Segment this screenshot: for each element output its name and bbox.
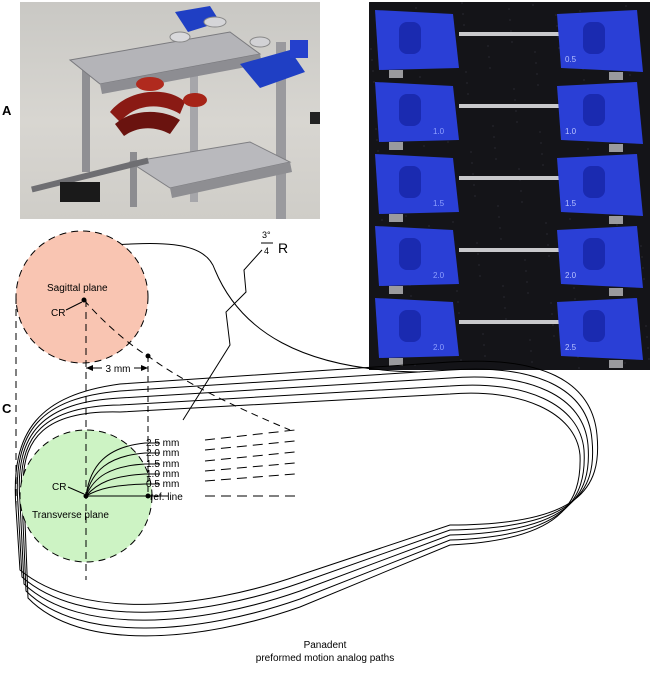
insert-rod xyxy=(459,248,559,252)
cr-point-bottom xyxy=(83,493,89,499)
cr-label-bottom: CR xyxy=(52,482,66,493)
insert-left-recess xyxy=(399,310,421,342)
insert-rod xyxy=(459,320,559,324)
inserts-illustration: 0.5 1.0 1.0 1.5 1.5 2.0 2.0 2.0 2.5 xyxy=(369,2,650,369)
sagittal-arc xyxy=(83,299,291,431)
ref-point xyxy=(145,493,151,499)
ref-line-label: ref. line xyxy=(150,492,183,503)
path-label-1-5: 1.5 mm xyxy=(146,459,179,470)
angle-leader-zigzag xyxy=(182,249,263,421)
insert-right-recess xyxy=(583,238,605,270)
insert-left-label: 1.5 xyxy=(433,199,445,208)
path-label-1-0: 1.0 mm xyxy=(146,469,179,480)
insert-right-recess xyxy=(583,310,605,342)
offset-label: 3 mm xyxy=(106,364,131,375)
motion-path-diagram: 3 mm 3° 4 R 2.5 mm 2.0 mm 1.5 m xyxy=(0,220,650,671)
sagittal-plane-label: Sagittal plane xyxy=(47,283,108,294)
insert-rod xyxy=(459,104,559,108)
articulator-photo xyxy=(20,2,320,219)
cr-arrow-top xyxy=(65,301,83,311)
insert-right-recess xyxy=(583,166,605,198)
path-label-2-0: 2.0 mm xyxy=(146,448,179,459)
insert-right-label: 1.0 xyxy=(565,127,577,136)
insert-right-label: 1.5 xyxy=(565,199,577,208)
insert-left-recess xyxy=(399,166,421,198)
panel-label-a: A xyxy=(2,103,12,118)
angle-unit: R xyxy=(278,240,288,256)
path-label-2-5: 2.5 mm xyxy=(146,438,179,449)
angle-numerator: 3° xyxy=(262,230,271,240)
insert-right-label: 2.5 xyxy=(565,343,577,352)
arc-point xyxy=(145,353,151,359)
funnel-line-top xyxy=(81,243,421,373)
sagittal-circle xyxy=(15,230,149,364)
insert-rod xyxy=(459,176,559,180)
insert-right-label: 0.5 xyxy=(565,55,577,64)
cr-label-top: CR xyxy=(51,308,65,319)
transverse-plane-label: Transverse plane xyxy=(32,510,109,521)
insert-left-recess xyxy=(399,238,421,270)
motion-path-dashes xyxy=(204,429,296,497)
insert-right-recess xyxy=(583,94,605,126)
insert-right-recess xyxy=(583,22,605,54)
insert-left-label: 2.0 xyxy=(433,271,445,280)
cr-arrow-bottom xyxy=(67,486,85,495)
insert-left-label: 1.0 xyxy=(433,127,445,136)
insert-rod xyxy=(459,32,559,36)
insert-left-recess xyxy=(399,22,421,54)
articulator-illustration xyxy=(31,6,320,219)
inserts-photo: 0.5 1.0 1.0 1.5 1.5 2.0 2.0 2.0 2.5 xyxy=(369,2,650,370)
path-label-0-5: 0.5 mm xyxy=(146,479,179,490)
angle-denominator: 4 xyxy=(264,246,269,256)
motion-path-curves xyxy=(85,442,160,497)
panel-label-c: C xyxy=(2,401,12,416)
insert-left-recess xyxy=(399,94,421,126)
insert-right-label: 2.0 xyxy=(565,271,577,280)
diagram-svg: 3 mm 3° 4 R 2.5 mm 2.0 mm 1.5 m xyxy=(14,230,599,664)
caption-subtitle: preformed motion analog paths xyxy=(256,653,394,664)
insert-left-label: 2.0 xyxy=(433,343,445,352)
analog-path-outlines xyxy=(14,360,599,637)
cr-point-top xyxy=(81,297,87,303)
caption-title: Panadent xyxy=(304,640,347,651)
